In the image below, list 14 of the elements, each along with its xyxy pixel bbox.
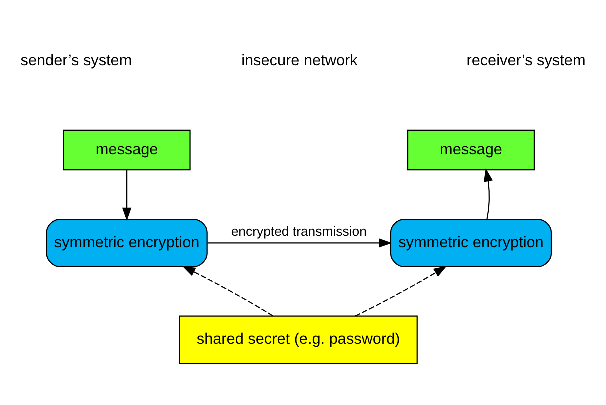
node-box: shared secret (e.g. password) (179, 316, 418, 364)
arrow (208, 238, 392, 248)
label: sender’s system (20, 52, 132, 70)
arrow (484, 168, 494, 220)
arrow (182, 266, 274, 317)
label: receiver’s system (466, 52, 586, 70)
edge-label: encrypted transmission (231, 224, 367, 240)
arrow (355, 266, 448, 317)
label: insecure network (242, 52, 358, 70)
node-box: symmetric encryption (46, 219, 208, 268)
node-box: symmetric encryption (390, 219, 552, 268)
node-box: message (407, 130, 536, 171)
arrow (122, 170, 132, 222)
node-box: message (63, 130, 191, 171)
